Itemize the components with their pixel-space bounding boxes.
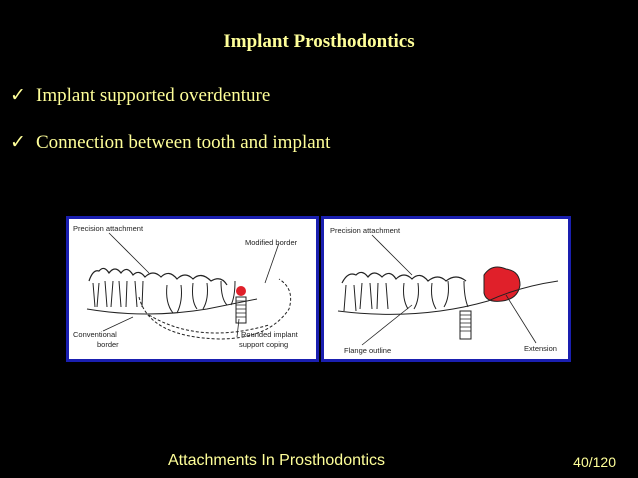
label-precision-attachment: Precision attachment [73,224,144,233]
label-modified-border: Modified border [245,238,298,247]
label-conventional: Conventional [73,330,117,339]
extension-drawing: Precision attachment Flange outline Exte… [330,226,559,355]
checkmark-icon: ✓ [10,85,26,106]
slide-title: Implant Prosthodontics [223,31,415,52]
bullet-text: Connection between tooth and implant [36,132,331,153]
label-flange-outline: Flange outline [344,346,391,355]
bullet-item: ✓ Implant supported overdenture [10,84,270,107]
label-precision-attachment: Precision attachment [330,226,401,235]
extension-highlight [483,266,521,302]
overdenture-drawing: Precision attachment Modified border Con… [73,224,299,349]
label-border: border [97,340,119,349]
overdenture-figure: Precision attachment Modified border Con… [66,216,319,362]
bullet-item: ✓ Connection between tooth and implant [10,131,330,154]
bullet-text: Implant supported overdenture [36,85,271,106]
label-rounded-implant: Rounded implant [241,330,299,339]
extension-figure: Precision attachment Flange outline Exte… [321,216,571,362]
footer-title: Attachments In Prosthodontics [168,452,385,469]
label-extension: Extension [524,344,557,353]
page-number: 40/120 [573,454,616,470]
label-support-coping: support coping [239,340,288,349]
implant-coping-highlight [236,286,246,296]
checkmark-icon: ✓ [10,132,26,153]
